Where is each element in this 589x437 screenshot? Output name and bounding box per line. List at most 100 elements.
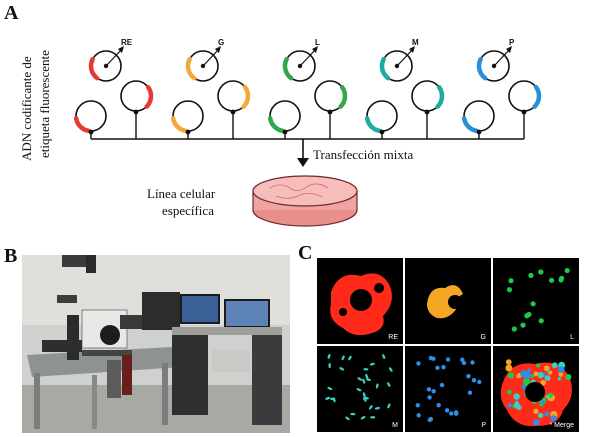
particle [363, 368, 369, 371]
tile-label: M [392, 422, 398, 429]
particle [356, 388, 362, 392]
particle [365, 378, 371, 381]
particle [365, 373, 369, 379]
fluorescence-tile-6: * Merge [493, 346, 579, 432]
fluorescence-tile-1: RE [317, 258, 403, 344]
fluorescent-tag-segment [144, 84, 154, 109]
plasmid-label-re: RE [121, 38, 133, 47]
particle [348, 355, 352, 361]
tile-label: L [570, 334, 574, 341]
particle [375, 383, 379, 389]
plasmid-group-p [461, 46, 542, 139]
particle [530, 301, 536, 307]
fluorescent-tag-segment [241, 84, 251, 109]
particle [538, 269, 544, 275]
fluorescence-tile-5: P [405, 346, 491, 432]
fluorescent-tag-segment [282, 56, 294, 81]
fluorescent-tag-segment [267, 116, 285, 134]
particle [526, 311, 532, 318]
particle [435, 365, 440, 371]
particle [369, 405, 373, 410]
particle [445, 357, 451, 362]
tile-label: G [480, 334, 486, 341]
panel-label-b: B [4, 245, 18, 267]
fluorescent-tag-segment [435, 84, 445, 109]
particle [564, 267, 570, 274]
fluorescent-tag-segment [73, 116, 91, 134]
particle [387, 403, 391, 409]
plasmid-group-re [73, 46, 154, 139]
fluorescent-tag-segment [338, 84, 348, 109]
particle [389, 367, 393, 372]
particle [330, 397, 336, 401]
particle [350, 412, 356, 416]
particle [362, 378, 366, 384]
plasmid-group-l [267, 46, 348, 139]
fluorescent-tag-segment [532, 84, 542, 109]
arrow-down-icon [297, 158, 309, 167]
panel-label-c: C [298, 242, 313, 264]
particle [528, 272, 534, 278]
particle [427, 417, 433, 423]
particle [449, 411, 454, 416]
particle [548, 277, 555, 283]
arrow-icon [118, 46, 124, 53]
cell-line-label-line1: Línea celular [147, 186, 216, 201]
fluorescent-tag-segment [88, 56, 100, 81]
particle [511, 326, 517, 332]
particle [453, 410, 459, 415]
panel-label-a: A [4, 2, 19, 24]
particle [461, 360, 467, 366]
particle [360, 415, 366, 420]
plasmid-label-g: G [218, 38, 225, 47]
particle [341, 355, 345, 361]
particle [431, 389, 436, 394]
fluorescent-tag-segment [461, 116, 479, 134]
particle [477, 379, 482, 385]
arrow-icon [215, 46, 221, 53]
particle [428, 355, 434, 361]
particle [345, 416, 350, 421]
tile-label: * Merge [549, 422, 574, 429]
transfection-diagram [73, 46, 542, 227]
particle [339, 367, 345, 371]
fluorescent-tag-segment [185, 56, 197, 81]
particle [363, 397, 367, 402]
arrow-icon [506, 46, 512, 53]
particle [362, 392, 366, 398]
fluorescent-tag-segment [170, 116, 188, 134]
particle [471, 378, 477, 383]
particle [506, 287, 513, 293]
transfection-label: Transfección mixta [313, 147, 414, 162]
particle [520, 322, 526, 328]
particle [327, 353, 331, 359]
plasmid-label-p: P [509, 38, 515, 47]
particle [370, 416, 376, 419]
plasmid-group-g [170, 46, 251, 139]
particle [508, 278, 514, 284]
particle [387, 382, 391, 387]
particle [538, 318, 544, 324]
particle [467, 390, 473, 395]
particle [416, 413, 421, 418]
particle [436, 402, 441, 408]
particle [328, 363, 331, 369]
particle [369, 362, 375, 366]
particle [382, 354, 386, 360]
particle [325, 396, 331, 400]
fluorescent-tag-segment [476, 56, 488, 81]
cell-line-label-line2: específica [162, 203, 214, 218]
particle [426, 387, 432, 392]
microscope-photo [22, 255, 290, 433]
plasmid-group-m [364, 46, 445, 139]
particle [470, 360, 475, 365]
particle [416, 361, 421, 366]
plasmid-label-m: M [412, 38, 419, 47]
particle [427, 395, 432, 400]
arrow-icon [409, 46, 415, 53]
plasmid-label-l: L [315, 38, 320, 47]
particle [441, 364, 446, 370]
particle [357, 377, 363, 381]
particle [466, 373, 471, 379]
fluorescence-tile-4: M [317, 346, 403, 432]
